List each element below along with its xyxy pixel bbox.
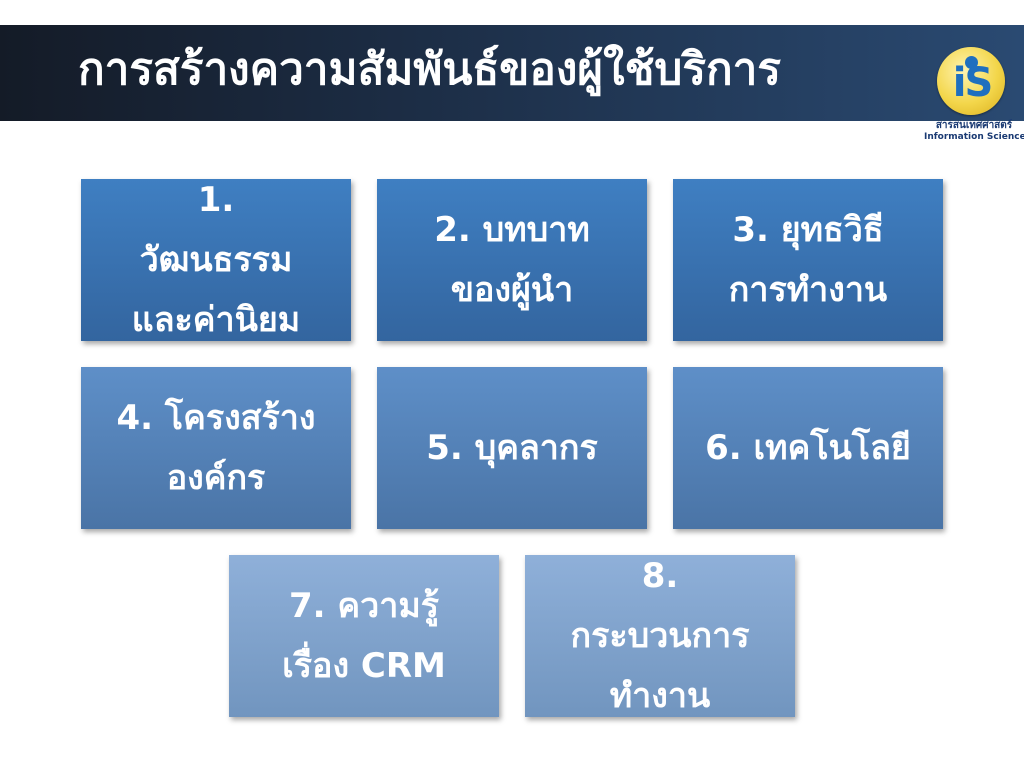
box-label: 5. บุคลากร bbox=[426, 428, 598, 468]
box-org-structure: 4. โครงสร้าง องค์กร bbox=[81, 367, 351, 529]
logo-name-thai: สารสนเทศศาสตร์ bbox=[935, 120, 1013, 131]
box-culture-values: 1. วัฒนธรรม และค่านิยม bbox=[81, 179, 351, 341]
box-label: 3. ยุทธวิธี การทำงาน bbox=[728, 210, 888, 310]
logo-badge-icon bbox=[937, 47, 1005, 115]
title-banner bbox=[0, 25, 1024, 121]
box-label: 1. วัฒนธรรม และค่านิยม bbox=[131, 180, 301, 340]
box-label: 7. ความรู้ เรื่อง CRM bbox=[282, 586, 446, 686]
box-label: 4. โครงสร้าง องค์กร bbox=[116, 398, 316, 498]
box-technology: 6. เทคโนโลยี bbox=[673, 367, 943, 529]
box-crm-knowledge: 7. ความรู้ เรื่อง CRM bbox=[229, 555, 499, 717]
logo: iS สารสนเทศศาสตร์ Information Science bbox=[924, 44, 1024, 148]
box-label: 6. เทคโนโลยี bbox=[705, 428, 911, 468]
box-work-process: 8. กระบวนการ ทำงาน bbox=[525, 555, 795, 717]
page-title: การสร้างความสัมพันธ์ของผู้ใช้บริการ bbox=[78, 44, 781, 95]
box-work-strategy: 3. ยุทธวิธี การทำงาน bbox=[673, 179, 943, 341]
logo-name-english: Information Science bbox=[924, 132, 1024, 142]
logo-mark: iS bbox=[952, 60, 994, 106]
box-label: 8. กระบวนการ ทำงาน bbox=[570, 556, 750, 716]
box-personnel: 5. บุคลากร bbox=[377, 367, 647, 529]
logo-dot-icon bbox=[965, 56, 978, 69]
box-leader-role: 2. บทบาท ของผู้นำ bbox=[377, 179, 647, 341]
box-label: 2. บทบาท ของผู้นำ bbox=[434, 210, 590, 310]
